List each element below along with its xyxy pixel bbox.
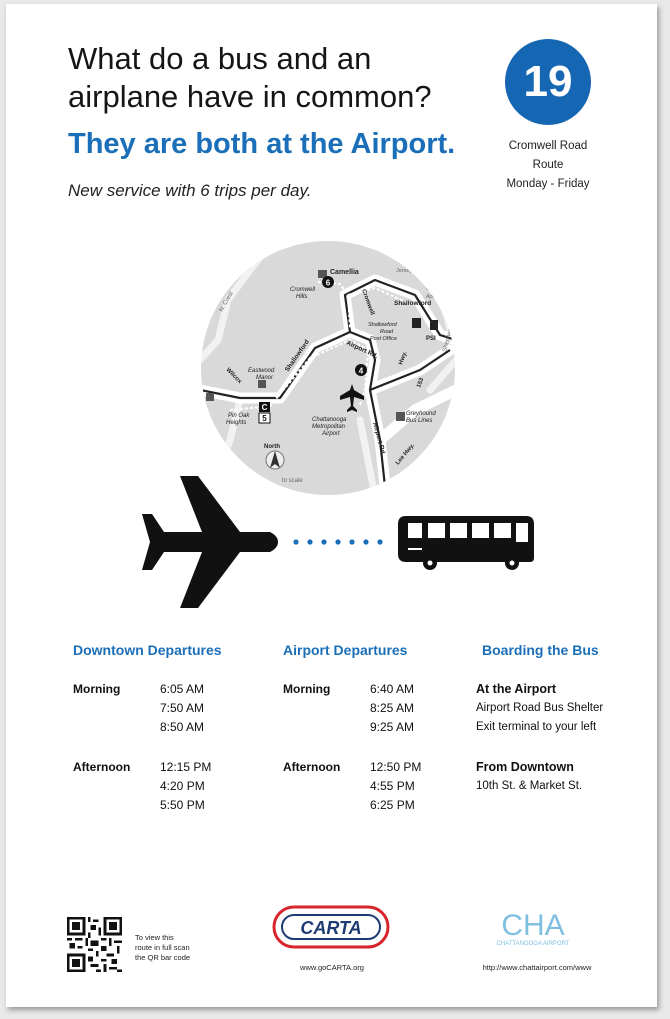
boarding-title: Boarding the Bus bbox=[482, 642, 599, 658]
time-entry: 12:15 PM bbox=[160, 760, 212, 774]
headline-line-1: What do a bus and an bbox=[68, 41, 372, 76]
downtown-departures-title: Downtown Departures bbox=[73, 642, 222, 658]
time-entry: 4:20 PM bbox=[160, 779, 205, 793]
time-entry: 8:25 AM bbox=[370, 701, 415, 715]
boarding-downtown-heading: From Downtown bbox=[476, 760, 574, 774]
map-label-pin-oak-2: Heights bbox=[226, 420, 246, 426]
map-label-hwy-153: 153 bbox=[416, 377, 425, 389]
carta-logo[interactable]: CARTA bbox=[272, 905, 390, 949]
cha-logo-subtitle: CHATTANOOGA AIRPORT bbox=[496, 941, 569, 947]
downtown-afternoon-times: 12:15 PM 4:20 PM 5:50 PM bbox=[160, 758, 211, 815]
map-label-camellia: Camellia bbox=[330, 269, 359, 276]
route-map: 6 4 C 5 Camellia Cromwell Hills Jersey P… bbox=[201, 241, 455, 495]
headline: What do a bus and an airplane have in co… bbox=[68, 40, 488, 116]
dotted-connector bbox=[293, 539, 383, 545]
time-entry: 5:50 PM bbox=[160, 798, 205, 812]
airport-morning-times: 6:40 AM 8:25 AM 9:25 AM bbox=[370, 680, 414, 737]
poster bbox=[6, 4, 657, 1007]
cha-logo-text: CHA bbox=[501, 909, 564, 942]
route-name-line-2: Route bbox=[532, 159, 564, 171]
downtown-schedule: Morning 6:05 AM 7:50 AM 8:50 AM Afternoo… bbox=[73, 680, 253, 820]
map-label-chatt-3: Airport bbox=[321, 431, 340, 437]
route-name-line-1: Cromwell Road bbox=[508, 140, 588, 152]
carta-url-link[interactable]: www.goCARTA.org bbox=[300, 963, 364, 972]
downtown-afternoon-label: Afternoon bbox=[73, 760, 131, 774]
airport-departures-title: Airport Departures bbox=[283, 642, 408, 658]
map-label-eastwood-1: Eastwood bbox=[248, 368, 275, 374]
map-label-eastwood-2: Manor bbox=[256, 375, 274, 381]
tagline: New service with 6 trips per day. bbox=[68, 181, 312, 200]
map-label-shallowford-po-1: Shallowford bbox=[368, 322, 398, 328]
map-label-chatt-2: Metropolitan bbox=[312, 424, 346, 430]
map-label-chatt-1: Chattanooga bbox=[312, 417, 347, 423]
qr-caption-line-1: To view this bbox=[135, 933, 174, 942]
airplane-icon bbox=[142, 476, 278, 608]
map-label-jersey-pike: Jersey Pk bbox=[396, 268, 420, 274]
time-entry: 4:55 PM bbox=[370, 779, 415, 793]
map-label-to-scale: to scale bbox=[282, 478, 303, 484]
map-label-psi: PSI bbox=[426, 336, 436, 342]
cha-airport-logo[interactable]: CHA CHATTANOOGA AIRPORT bbox=[488, 905, 578, 949]
time-entry: 12:50 PM bbox=[370, 760, 422, 774]
airport-afternoon-times: 12:50 PM 4:55 PM 6:25 PM bbox=[370, 758, 421, 815]
boarding-airport-heading: At the Airport bbox=[476, 682, 557, 696]
boarding-airport: At the Airport Airport Road Bus Shelter … bbox=[476, 680, 603, 737]
time-entry: 6:05 AM bbox=[160, 682, 205, 696]
map-label-cromwell-hills-1: Cromwell bbox=[290, 287, 316, 293]
route-days: Monday - Friday bbox=[506, 178, 590, 190]
boarding-airport-line-2: Exit terminal to your left bbox=[476, 721, 597, 733]
map-label-greyhound-2: Bus Lines bbox=[406, 418, 432, 424]
airport-afternoon-label: Afternoon bbox=[283, 760, 341, 774]
headline-line-2: airplane have in common? bbox=[68, 79, 432, 114]
route-5-shield: 5 bbox=[262, 414, 267, 423]
map-label-shallowford-top: Shallowford bbox=[394, 300, 431, 307]
time-entry: 6:25 PM bbox=[370, 798, 415, 812]
boarding-downtown-line-1: 10th St. & Market St. bbox=[476, 780, 583, 792]
plane-to-bus-graphic bbox=[142, 476, 534, 608]
map-label-north: North bbox=[264, 444, 280, 450]
qr-caption-line-2: route in full scan bbox=[135, 943, 190, 952]
qr-caption: To view this route in full scan the QR b… bbox=[135, 933, 215, 963]
route-info: Cromwell Road Route Monday - Friday bbox=[494, 137, 602, 194]
map-label-wy: Wy bbox=[426, 286, 435, 292]
airport-morning-label: Morning bbox=[283, 682, 331, 696]
stop-4-label: 4 bbox=[359, 367, 364, 376]
map-label-apartments: Apar bbox=[425, 294, 439, 300]
carta-logo-text: CARTA bbox=[300, 918, 361, 938]
route-number-badge: 19 bbox=[505, 39, 591, 125]
bus-icon bbox=[398, 516, 534, 570]
time-entry: 8:50 AM bbox=[160, 720, 205, 734]
airport-schedule: Morning 6:40 AM 8:25 AM 9:25 AM Afternoo… bbox=[283, 680, 463, 820]
downtown-morning-times: 6:05 AM 7:50 AM 8:50 AM bbox=[160, 680, 204, 737]
map-label-cromwell-hills-2: Hills bbox=[296, 294, 307, 300]
map-label-hwy: Hwy. bbox=[398, 351, 408, 366]
cha-url-link[interactable]: http://www.chattairport.com/www bbox=[482, 963, 592, 972]
map-label-pin-oak-1: Pin Oak bbox=[228, 413, 250, 419]
map-label-shallowford-po-2: Road bbox=[380, 329, 394, 335]
time-entry: 7:50 AM bbox=[160, 701, 205, 715]
downtown-morning-label: Morning bbox=[73, 682, 121, 696]
time-entry: 6:40 AM bbox=[370, 682, 415, 696]
time-entry: 9:25 AM bbox=[370, 720, 415, 734]
qr-code-icon[interactable] bbox=[67, 917, 122, 972]
subhead: They are both at the Airport. bbox=[68, 128, 456, 160]
stop-c-label: C bbox=[262, 403, 268, 412]
map-label-greyhound-1: Greyhound bbox=[406, 411, 436, 417]
qr-caption-line-3: the QR bar code bbox=[135, 953, 191, 962]
boarding-airport-line-1: Airport Road Bus Shelter bbox=[476, 702, 604, 714]
map-label-shallowford-po-3: Post Office bbox=[370, 336, 397, 342]
boarding-downtown: From Downtown 10th St. & Market St. bbox=[476, 758, 582, 796]
stop-6-label: 6 bbox=[326, 279, 331, 288]
